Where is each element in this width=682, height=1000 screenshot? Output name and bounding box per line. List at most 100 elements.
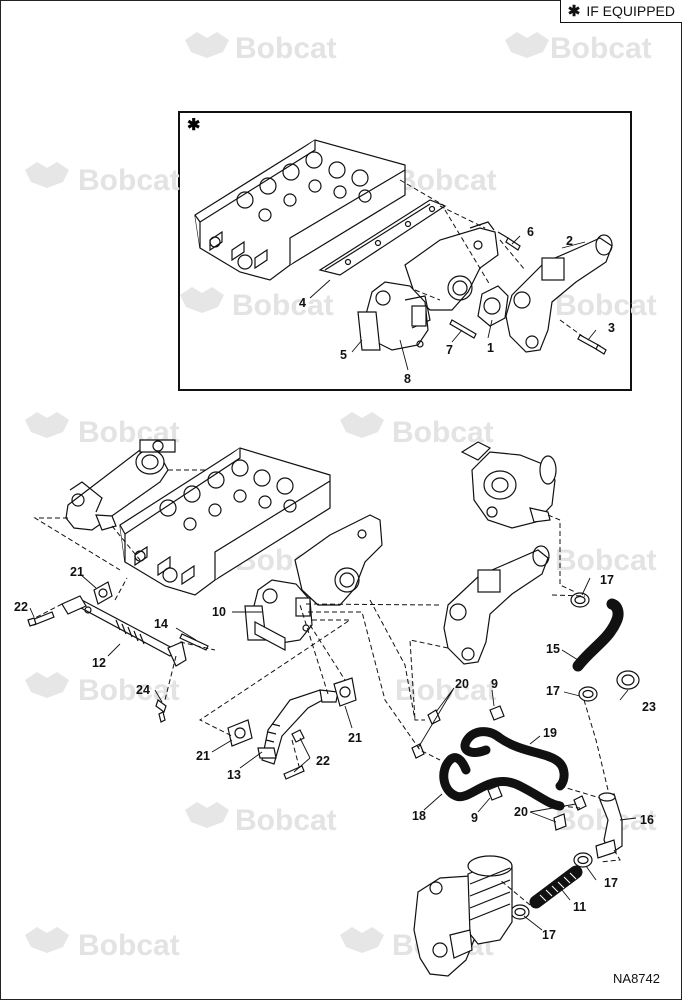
clamp-17-c: [573, 852, 593, 868]
watermark-logo: Bobcat: [395, 164, 497, 197]
callout-9-lower: 9: [471, 811, 478, 825]
callout-22-right: 22: [316, 754, 330, 768]
watermark-logo: Bobcat: [555, 289, 657, 322]
clamp-17-d: [510, 904, 530, 920]
optional-parts-inset: ✱: [178, 111, 632, 391]
inset-asterisk-icon: ✱: [187, 117, 201, 134]
intake-manifold: [294, 514, 383, 606]
inset-dashed-leaders: [399, 179, 586, 339]
callout-20-upper: 20: [455, 677, 469, 691]
watermark-text: Bobcat: [232, 289, 334, 322]
callout-12: 12: [92, 656, 106, 670]
callout-16: 16: [640, 813, 654, 827]
watermark-text: Bobcat: [555, 544, 657, 577]
water-pump: [460, 441, 557, 529]
watermark-text: Bobcat: [555, 289, 657, 322]
callout-14: 14: [154, 617, 168, 631]
clamp-17-a: [570, 592, 590, 608]
callout-17-right: 17: [604, 876, 618, 890]
clamp-17-b: [578, 686, 598, 702]
callout-24: 24: [136, 683, 150, 697]
bolt-22-lower: [283, 765, 305, 780]
watermark-logo: Bobcat: [25, 927, 180, 962]
callout-3: 3: [608, 321, 615, 335]
hose-11-ribs: [539, 872, 577, 902]
callout-11: 11: [573, 900, 586, 914]
bolt-24: [155, 699, 167, 723]
clamp-9-upper: [489, 705, 505, 721]
watermark-text: Bobcat: [78, 674, 180, 707]
callout-20-lower: 20: [514, 805, 528, 819]
callout-17-bottom: 17: [542, 928, 556, 942]
egr-pipe-12: [61, 595, 187, 667]
watermark-logo: Bobcat: [25, 162, 180, 197]
callout-numbers: 1 2 3 4 5 6 7 8 9 9 10 11 12 13 14 15 16…: [14, 225, 656, 942]
cylinder-head: [119, 447, 331, 596]
callout-1: 1: [487, 341, 494, 355]
hose-18: [439, 755, 565, 811]
asterisk-icon: ✱: [567, 3, 581, 20]
if-equipped-label: IF EQUIPPED: [586, 3, 675, 19]
callout-21-center: 21: [196, 749, 210, 763]
hose-19: [461, 727, 569, 791]
callout-8: 8: [404, 372, 411, 386]
watermark-logo: Bobcat: [555, 544, 657, 577]
pin-14: [179, 633, 209, 651]
outlet-pipe-inset: [505, 234, 613, 353]
hose-19-branch: [460, 737, 491, 757]
gasket-21-right: [333, 677, 357, 707]
callout-21-left: 21: [70, 565, 84, 579]
bolt-6-inset: [497, 231, 521, 251]
watermark-logo: Bobcat: [25, 672, 180, 707]
watermark-text: Bobcat: [235, 804, 337, 837]
if-equipped-legend: ✱ IF EQUIPPED: [559, 0, 682, 23]
cylinder-head-inset: [194, 139, 406, 281]
callout-10: 10: [212, 605, 226, 619]
bolt-22-left: [27, 611, 55, 627]
bolt-7-inset: [449, 319, 477, 339]
watermark-logo: Bobcat: [185, 32, 337, 65]
gasket-21-left: [93, 581, 113, 605]
bolt-3-inset: [577, 334, 607, 355]
watermark-text: Bobcat: [235, 32, 337, 65]
dashed-leaders: [33, 469, 621, 906]
watermark-logo: Bobcat: [340, 412, 494, 449]
clamp-9-lower: [487, 785, 503, 801]
egr-valve: [244, 579, 313, 651]
egr-gasket-inset: [477, 285, 509, 327]
callout-21-right: 21: [348, 731, 362, 745]
watermark-text: Bobcat: [395, 164, 497, 197]
callout-17-top: 17: [600, 573, 614, 587]
egr-valve-inset: [357, 281, 431, 351]
callout-4: 4: [299, 296, 306, 310]
inset-parts: [194, 139, 613, 355]
callout-13: 13: [227, 768, 241, 782]
coolant-hoses: [439, 598, 624, 909]
clip-20-d: [573, 795, 587, 811]
watermark-logo: Bobcat: [505, 32, 652, 65]
clip-20-c: [553, 813, 567, 831]
callout-22-left: 22: [14, 600, 28, 614]
callout-7: 7: [446, 343, 453, 357]
callout-2: 2: [566, 234, 573, 248]
callout-15: 15: [546, 642, 560, 656]
watermark-text: Bobcat: [78, 164, 180, 197]
callout-17-mid: 17: [546, 684, 560, 698]
egr-pipe-13: [257, 689, 339, 765]
gasket-21-center: [227, 719, 253, 747]
hose-15: [572, 598, 624, 672]
watermark-text: Bobcat: [78, 929, 180, 962]
oil-filter-housing: [413, 855, 513, 977]
egr-cooler: [65, 439, 176, 531]
fitting-16: [595, 792, 623, 859]
watermark-logo: Bobcat: [180, 287, 334, 322]
callout-18: 18: [412, 809, 426, 823]
callout-5: 5: [340, 348, 347, 362]
watermark-logo: Bobcat: [185, 802, 337, 837]
callout-6: 6: [527, 225, 534, 239]
hose-18-branch: [445, 753, 471, 775]
callout-19: 19: [543, 726, 557, 740]
bolt-22-pipe: [291, 729, 305, 743]
callout-9-upper: 9: [491, 677, 498, 691]
